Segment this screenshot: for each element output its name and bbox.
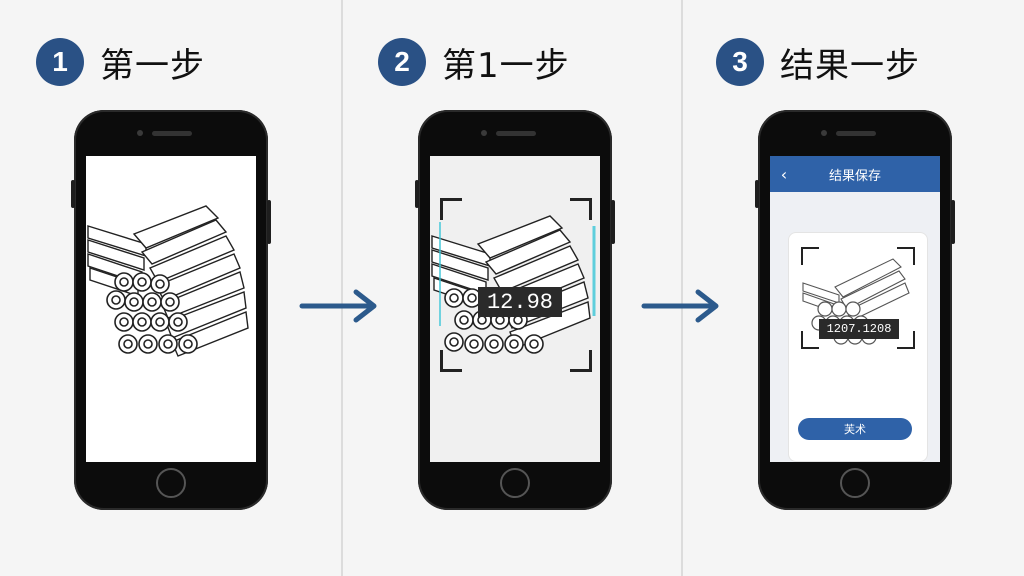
step-3-title: 结果一步: [780, 45, 920, 86]
measurement-readout: 1207.1208: [819, 319, 899, 339]
phone-side-button: [755, 180, 759, 208]
pipe-bundle-illustration: [431, 215, 596, 354]
phone-step-1: [71, 110, 271, 510]
arrow-right-icon: [641, 289, 719, 323]
panel-divider: [681, 0, 683, 576]
phone-step-3: ‹ 结果保存: [755, 110, 955, 510]
scan-frame-corner: [570, 350, 592, 372]
phone-side-button: [71, 180, 75, 208]
scan-frame-corner: [440, 198, 462, 220]
measurement-readout: 12.98: [478, 287, 562, 317]
home-button: [840, 468, 870, 498]
step-2-header: 2 第1一步: [378, 38, 570, 86]
phone-side-button: [267, 200, 271, 244]
home-button: [156, 468, 186, 498]
phone-screen-result-view: ‹ 结果保存: [770, 156, 940, 462]
app-bar-title: 结果保存: [828, 168, 881, 184]
save-button[interactable]: 芙术: [798, 418, 912, 440]
speaker-icon: [152, 131, 192, 136]
phone-side-button: [415, 180, 419, 208]
scan-frame-corner: [570, 198, 592, 220]
phone-side-button: [611, 200, 615, 244]
step-1-header: 1 第一步: [36, 38, 205, 86]
scan-frame-corner: [440, 350, 462, 372]
step-3-number-badge: 3: [716, 38, 764, 86]
phone-side-button: [951, 200, 955, 244]
panel-divider: [341, 0, 343, 576]
home-button: [500, 468, 530, 498]
scan-frame-corner: [801, 331, 819, 349]
speaker-icon: [836, 131, 876, 136]
camera-icon: [821, 130, 827, 136]
arrow-right-icon: [299, 289, 377, 323]
phone-screen-camera-view: [86, 156, 256, 462]
phone-step-2: 12.98: [415, 110, 615, 510]
scan-frame-corner: [897, 247, 915, 265]
step-1-title: 第一步: [100, 45, 205, 86]
speaker-icon: [496, 131, 536, 136]
phone-screen-scanning-view: 12.98: [430, 156, 600, 462]
scan-frame-corner: [801, 247, 819, 265]
step-2-title: 第1一步: [442, 45, 570, 86]
app-bar: ‹ 结果保存: [770, 156, 940, 192]
step-1-number-badge: 1: [36, 38, 84, 86]
camera-icon: [137, 130, 143, 136]
camera-icon: [481, 130, 487, 136]
scan-frame-corner: [897, 331, 915, 349]
chevron-left-icon[interactable]: ‹: [780, 164, 788, 184]
step-3-header: 3 结果一步: [716, 38, 920, 86]
pipe-bundle-illustration: [87, 205, 249, 357]
step-2-number-badge: 2: [378, 38, 426, 86]
